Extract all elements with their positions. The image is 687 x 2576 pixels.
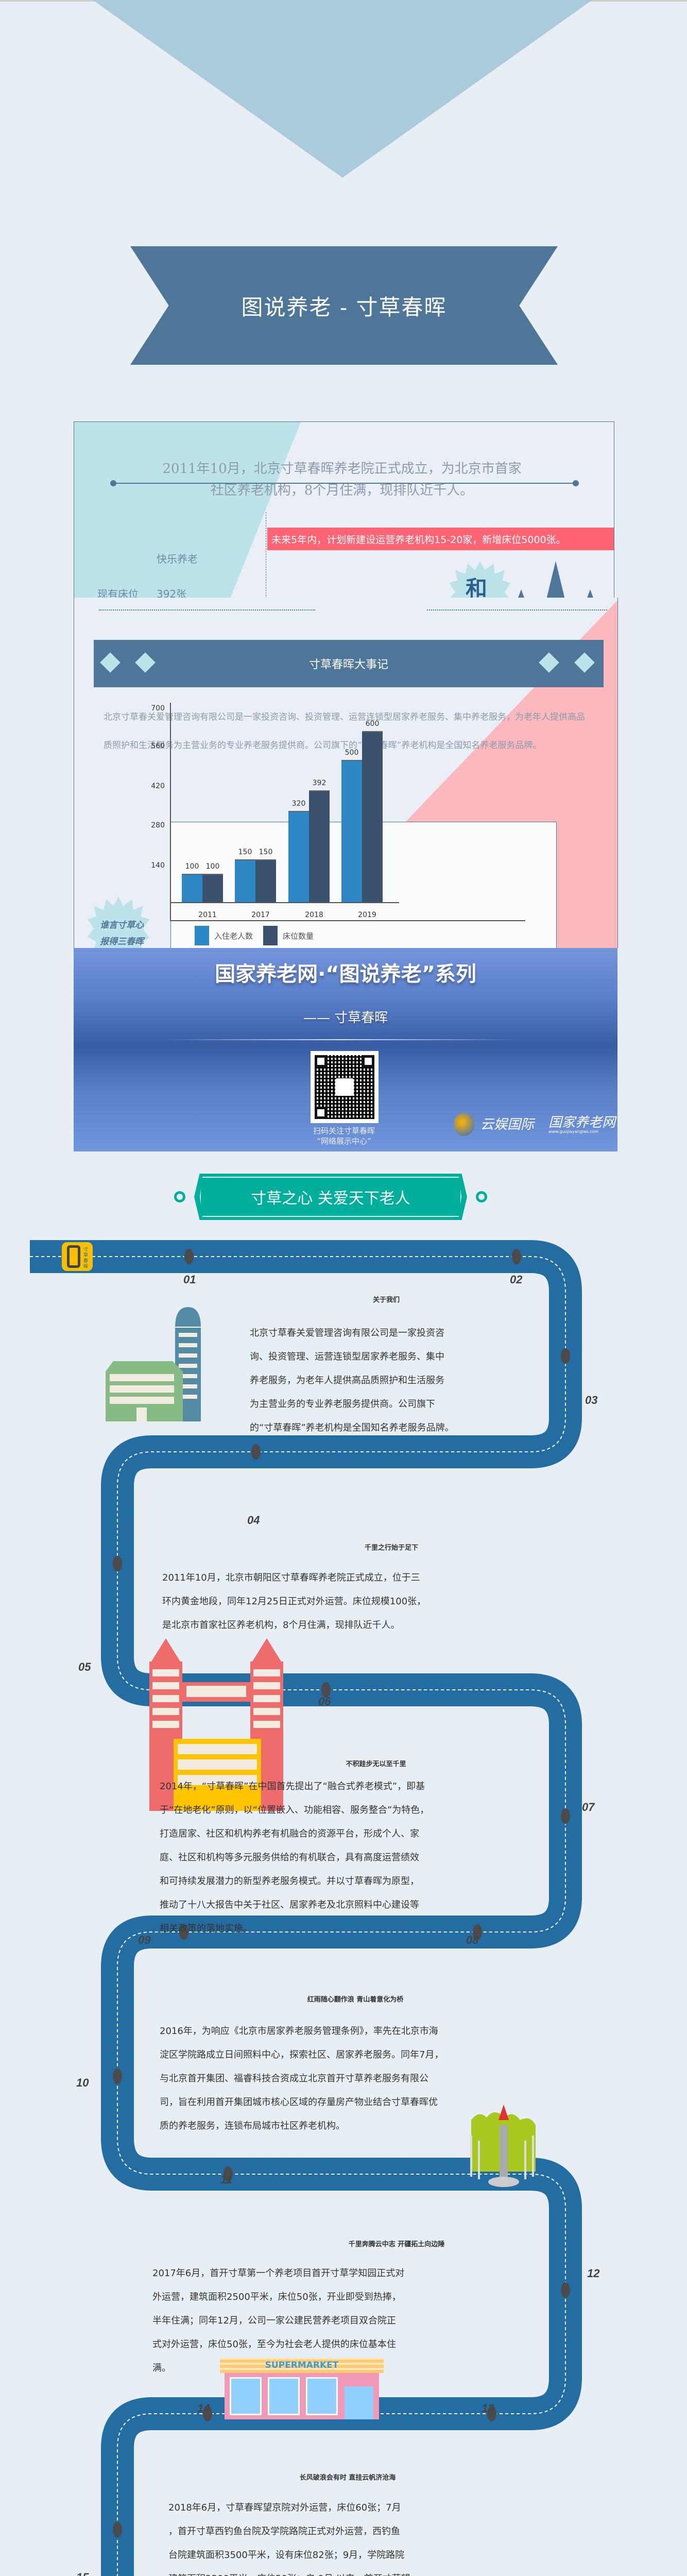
qr-caption: 扫码关注寸草春晖 “网络展示中心” [313, 1126, 375, 1146]
legend-swatch-residents [195, 926, 209, 945]
milestone-number: 13 [482, 2402, 494, 2415]
x-tick: 2017 [251, 911, 270, 919]
events-title-bar: 寸草春晖大事记 [94, 640, 604, 687]
milestone-number: 14 [197, 2402, 210, 2415]
milestone-title: 长风破浪会有时 直挂云帆济沧海 [299, 2474, 396, 2482]
castle-building-icon [149, 1638, 283, 1811]
milestone-number: 06 [318, 1695, 331, 1708]
milestone-number: 03 [585, 1394, 598, 1406]
ribbon-ornament-right [476, 1191, 487, 1202]
car-icon-start: 寸草春晖 [62, 1242, 93, 1271]
title-ribbon [130, 246, 558, 365]
bar-2017-residents [235, 859, 255, 902]
bar-2019-beds [362, 731, 383, 902]
milestone-text: 2014年，“寸草春晖”在中国首先提出了“融合式养老模式”，即基于“在地老化”原… [160, 1781, 430, 1934]
milestone-number: 01 [183, 1273, 196, 1286]
bar-value: 500 [345, 749, 359, 757]
mission-title: 寸草之心 关爱天下老人 [251, 1190, 410, 1208]
milestone-number: 15 [76, 2571, 89, 2576]
divider-line [113, 483, 576, 484]
milestone-number: 11 [220, 2173, 232, 2186]
milestone-text: 2016年，为响应《北京市居家养老服务管理条例》，率先在北京市海淀区学院路成立日… [160, 2026, 444, 2131]
y-tick: 140 [151, 861, 165, 870]
bar-chart-legend: 入住老人数 床位数量 [195, 926, 314, 945]
milestone-number: 05 [78, 1660, 91, 1673]
y-tick: 280 [151, 821, 165, 829]
mission-ribbon [194, 1174, 467, 1220]
divider-dot-left [110, 480, 116, 486]
milestone-text: 2011年10月，北京市朝阳区寸草春晖养老院正式成立，位于三环内黄金地段，同年1… [162, 1572, 426, 1631]
milestone-number: 10 [76, 2076, 89, 2089]
qr-code[interactable] [311, 1051, 379, 1123]
dotted-divider-left [99, 609, 315, 611]
bar-2011-residents [182, 874, 202, 902]
partner-yunmei: 云娱国际 [480, 1117, 535, 1132]
milestone-title: 千里奔腾云中志 开疆拓土向边陲 [348, 2241, 445, 2248]
partner-guojiayanglao: 国家养老网 [548, 1115, 616, 1130]
milestone-text: 2017年6月，首开寸草第一个养老项目首开寸草学知园正式对外运营，建筑面积250… [152, 2268, 405, 2374]
events-description: 北京寸草春关爱管理咨询有限公司是一家投资咨询、投资管理、运营连锁型居家养老服务、… [104, 712, 585, 751]
banner-subtitle: —— 寸草春晖 [303, 1010, 388, 1026]
bar-2011-beds [202, 874, 223, 902]
x-tick: 2018 [305, 911, 323, 919]
bar-2018-residents [288, 811, 309, 902]
banner-divider [161, 1039, 522, 1040]
supermarket-sign: SUPERMARKET [220, 2358, 384, 2373]
bar-value: 100 [185, 862, 199, 871]
series-banner: 国家养老网·“图说养老”系列 —— 寸草春晖 扫码关注寸草春晖 “网络展示中心”… [74, 948, 617, 1151]
ribbon-ornament-left [174, 1191, 185, 1202]
timeline-road [30, 1240, 582, 2576]
monument-garden-icon [470, 2105, 536, 2187]
banner-title: 国家养老网·“图说养老”系列 [215, 962, 476, 986]
y-tick: 560 [151, 742, 165, 750]
milestone-number: 12 [587, 2267, 600, 2280]
plan-bar: 未来5年内，计划新建设运营养老机构15-20家，新增床位5000张。 [267, 528, 614, 550]
bar-2018-beds [309, 790, 330, 902]
header-triangle-decoration [93, 0, 592, 178]
legend-swatch-beds [263, 926, 278, 945]
milestone-text: 2018年6月，寸草春晖望京院对外运营，床位60张；7月，首开寸草西钓鱼台院及学… [168, 2502, 410, 2576]
partner-url[interactable]: www.guojiayanglao.com [548, 1129, 599, 1134]
page-title: 图说养老 - 寸草春晖 [241, 294, 447, 320]
bar-value: 150 [238, 848, 252, 856]
y-tick: 700 [151, 704, 165, 713]
dotted-divider-right [427, 609, 607, 611]
divider-dot-right [573, 480, 579, 486]
bar-value: 100 [205, 862, 220, 871]
milestone-title: 红雨随心翻作浪 青山着意化为桥 [307, 1996, 404, 2004]
milestone-text: 北京寸草春关爱管理咨询有限公司是一家投资咨询、投资管理、运营连锁型居家养老服务、… [250, 1328, 454, 1433]
x-axis-line [170, 902, 399, 903]
yunmei-logo-icon [454, 1113, 474, 1136]
bar-2017-beds [255, 859, 276, 902]
x-axis [170, 920, 525, 921]
milestone-number: 04 [247, 1514, 260, 1527]
milestone-title: 关于我们 [372, 1296, 400, 1304]
y-tick: 420 [151, 782, 165, 790]
happy-title: 快乐养老 [157, 553, 198, 565]
y-axis-line [170, 703, 171, 902]
x-tick: 2011 [198, 911, 217, 919]
milestone-number: 07 [582, 1801, 595, 1814]
bar-value: 150 [259, 848, 273, 856]
bars-container: 100 100 150 150 320 392 500 600 [170, 703, 500, 903]
office-building-icon [106, 1307, 201, 1421]
supermarket-icon [225, 2373, 379, 2419]
bar-value: 320 [291, 800, 306, 808]
x-tick: 2019 [358, 911, 376, 919]
slogan: 谁言寸草心 报得三春晖 [100, 920, 144, 947]
bar-2019-residents [341, 760, 362, 902]
bar-value: 392 [312, 779, 327, 787]
milestone-title: 千里之行始于足下 [364, 1544, 418, 1552]
milestone-title: 不积跬步无以至千里 [346, 1760, 406, 1768]
he-character: 和 [466, 576, 488, 601]
milestone-number: 08 [466, 1934, 479, 1946]
milestone-number: 02 [510, 1273, 523, 1286]
bar-value: 600 [365, 720, 380, 728]
intro-text: 2011年10月，北京寸草春晖养老院正式成立，为北京市首家 社区养老机构，8个月… [162, 461, 522, 498]
milestone-number: 09 [138, 1934, 151, 1946]
